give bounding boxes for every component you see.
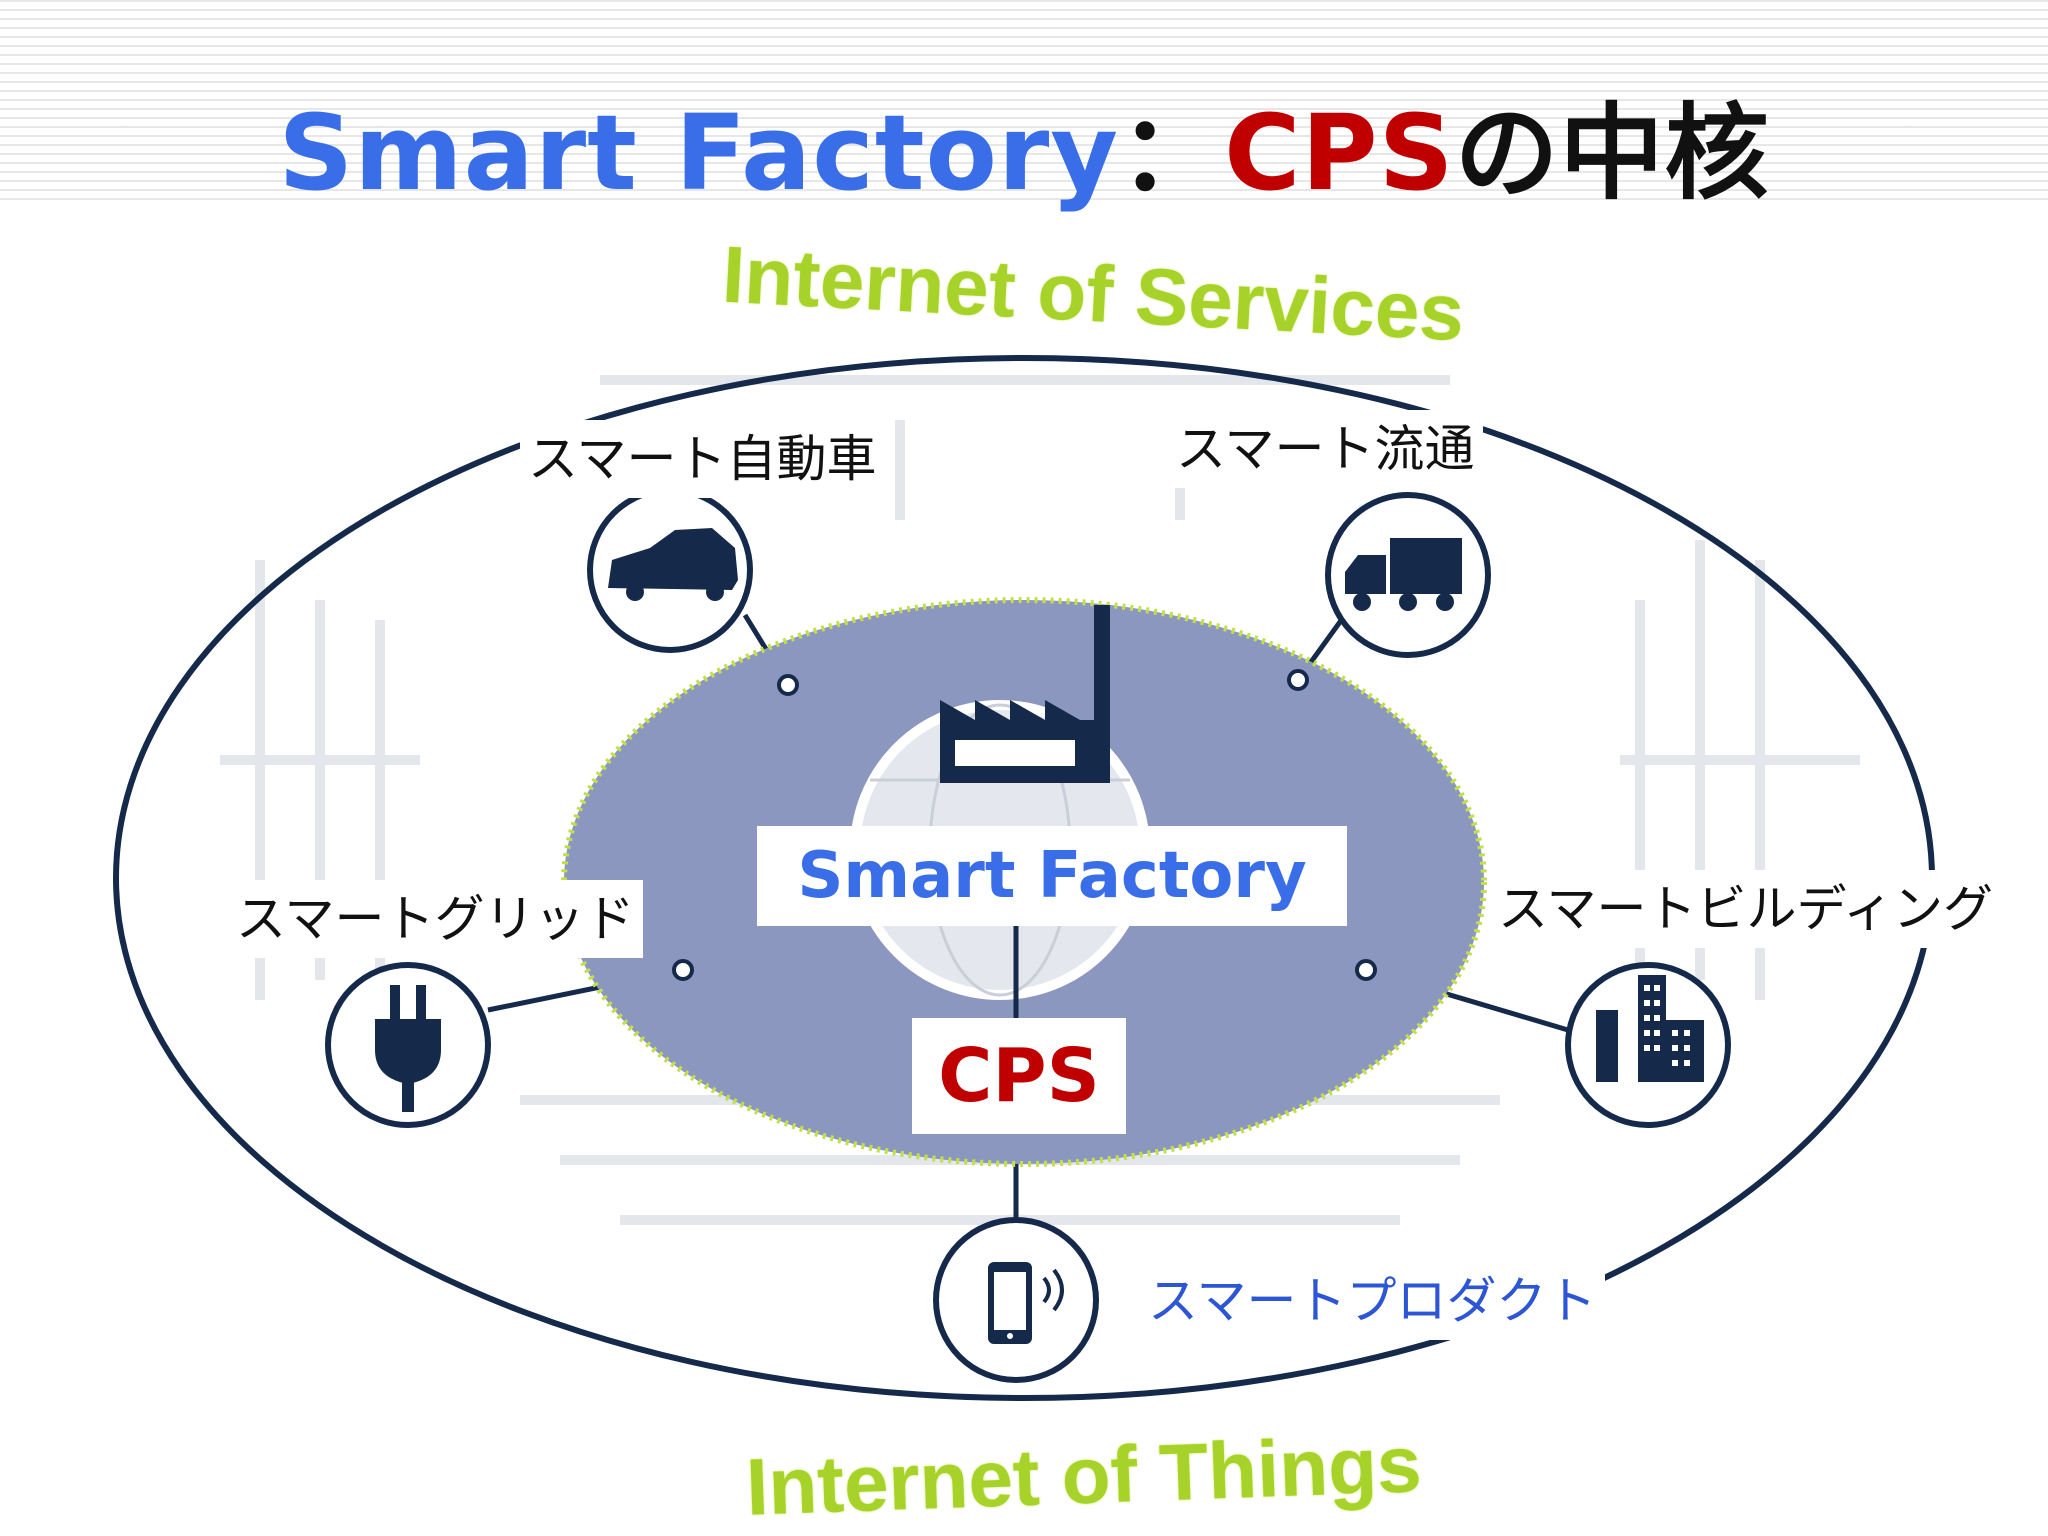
plug-icon xyxy=(375,985,441,1112)
label-smart-building: スマートビルディング xyxy=(1490,870,2001,948)
title-core: の中核 xyxy=(1454,92,1770,214)
truck-icon xyxy=(1345,538,1462,611)
label-smart-logistics: スマート流通 xyxy=(1168,410,1483,488)
title-cps: CPS xyxy=(1224,92,1455,214)
title-smart-factory: Smart Factory xyxy=(278,92,1120,214)
page-title: Smart Factory：CPSの中核 xyxy=(0,68,2048,219)
factory-icon xyxy=(940,605,1110,783)
car-icon xyxy=(608,528,738,601)
label-smart-grid: スマートグリッド xyxy=(228,880,643,958)
building-icon xyxy=(1596,975,1704,1082)
label-smart-product: スマートプロダクト xyxy=(1140,1262,1605,1340)
cps-box: CPS xyxy=(912,1018,1126,1134)
label-smart-car: スマート自動車 xyxy=(520,420,885,498)
smart-factory-box: Smart Factory xyxy=(757,826,1347,926)
header-stripes xyxy=(0,0,2048,200)
connector-dots xyxy=(672,669,1377,981)
title-separator: ： xyxy=(1119,92,1225,214)
smartphone-icon xyxy=(988,1262,1064,1344)
